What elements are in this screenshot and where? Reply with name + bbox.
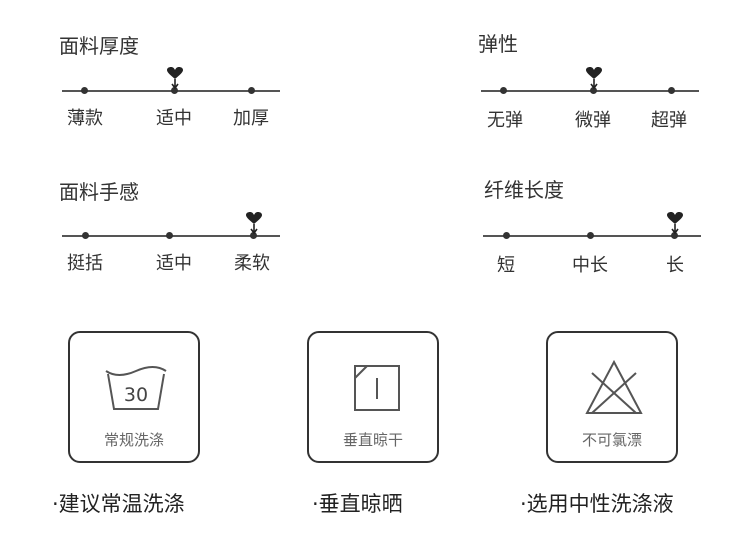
care-label: 垂直晾干 [342,431,403,449]
scale-label: 无弹 [487,110,523,131]
heart-marker-icon [667,212,683,235]
scale-label: 适中 [156,253,192,274]
scale-label: 中长 [572,255,608,276]
care-card-dry: 垂直晾干 [307,331,439,463]
scale-dot [81,87,88,94]
care-caption: ·垂直晾晒 [312,492,403,516]
scale-label: 长 [666,255,684,276]
care-caption: ·建议常温洗涤 [52,492,185,516]
scale-label: 短 [497,255,515,276]
no-bleach-icon [585,359,643,414]
heart-marker-icon [167,67,183,90]
scale-dot [82,232,89,239]
scale-label: 适中 [156,108,192,129]
scale-dot [590,87,597,94]
scale-label: 挺括 [67,253,103,274]
scale-dot [171,87,178,94]
scale-label: 微弹 [575,110,611,131]
heart-marker-icon [586,67,602,90]
scale-title: 弹性 [478,32,518,56]
scale-dot [500,87,507,94]
heart-marker-icon [246,212,262,235]
scale-label: 加厚 [233,108,269,129]
care-card-wash: 30 常规洗涤 [68,331,200,463]
scale-label: 薄款 [67,108,103,129]
scale-label: 柔软 [234,253,270,274]
wash-30-icon: 30 [105,366,167,410]
care-caption: ·选用中性洗涤液 [520,492,674,516]
scale-dot [668,87,675,94]
scale-dot [250,232,257,239]
care-label: 常规洗涤 [103,431,164,449]
scale-title: 面料厚度 [59,34,139,58]
care-card-bleach: 不可氯漂 [546,331,678,463]
scale-title: 纤维长度 [484,178,564,202]
wash-temperature: 30 [124,384,148,406]
hang-dry-icon [354,365,400,411]
scale-title: 面料手感 [59,180,139,204]
scale-dot [248,87,255,94]
scale-dot [671,232,678,239]
scale-label: 超弹 [651,110,687,131]
scale-dot [503,232,510,239]
scale-dot [587,232,594,239]
scale-dot [166,232,173,239]
care-label: 不可氯漂 [581,431,642,449]
